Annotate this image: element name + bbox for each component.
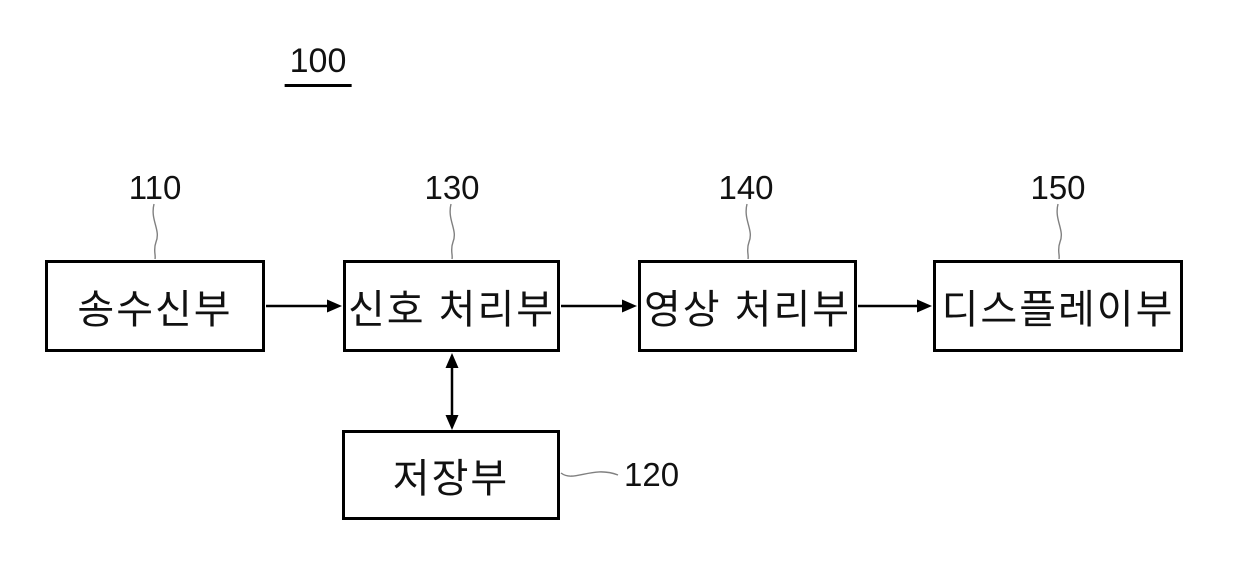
arrow-130-120-head-down bbox=[445, 415, 459, 430]
box-display: 디스플레이부 bbox=[933, 260, 1183, 352]
arrow-130-120-head-up bbox=[445, 353, 459, 368]
box-signal-processor: 신호 처리부 bbox=[343, 260, 560, 352]
ref-number-140: 140 bbox=[718, 169, 774, 206]
box-transceiver-label: 송수신부 bbox=[77, 288, 233, 332]
ref-number-130: 130 bbox=[424, 169, 480, 206]
box-image-processor: 영상 처리부 bbox=[638, 260, 857, 352]
leader-line-120 bbox=[560, 471, 619, 477]
box-image-processor-label: 영상 처리부 bbox=[643, 288, 852, 332]
box-storage: 저장부 bbox=[342, 430, 560, 520]
leader-line-110 bbox=[152, 203, 158, 260]
ref-number-150: 150 bbox=[1030, 169, 1086, 206]
arrow-110-to-130-head bbox=[327, 299, 342, 313]
box-signal-processor-label: 신호 처리부 bbox=[347, 288, 556, 332]
ref-number-110: 110 bbox=[128, 169, 182, 206]
leader-line-140 bbox=[745, 203, 751, 260]
box-display-label: 디스플레이부 bbox=[941, 288, 1175, 332]
leader-line-150 bbox=[1056, 203, 1062, 260]
box-storage-label: 저장부 bbox=[392, 457, 510, 501]
figure-number: 100 bbox=[284, 44, 352, 87]
arrow-140-to-150-head bbox=[917, 299, 932, 313]
box-transceiver: 송수신부 bbox=[45, 260, 265, 352]
leader-line-130 bbox=[449, 203, 455, 260]
ref-number-120: 120 bbox=[624, 456, 680, 493]
arrow-130-to-140-head bbox=[622, 299, 637, 313]
